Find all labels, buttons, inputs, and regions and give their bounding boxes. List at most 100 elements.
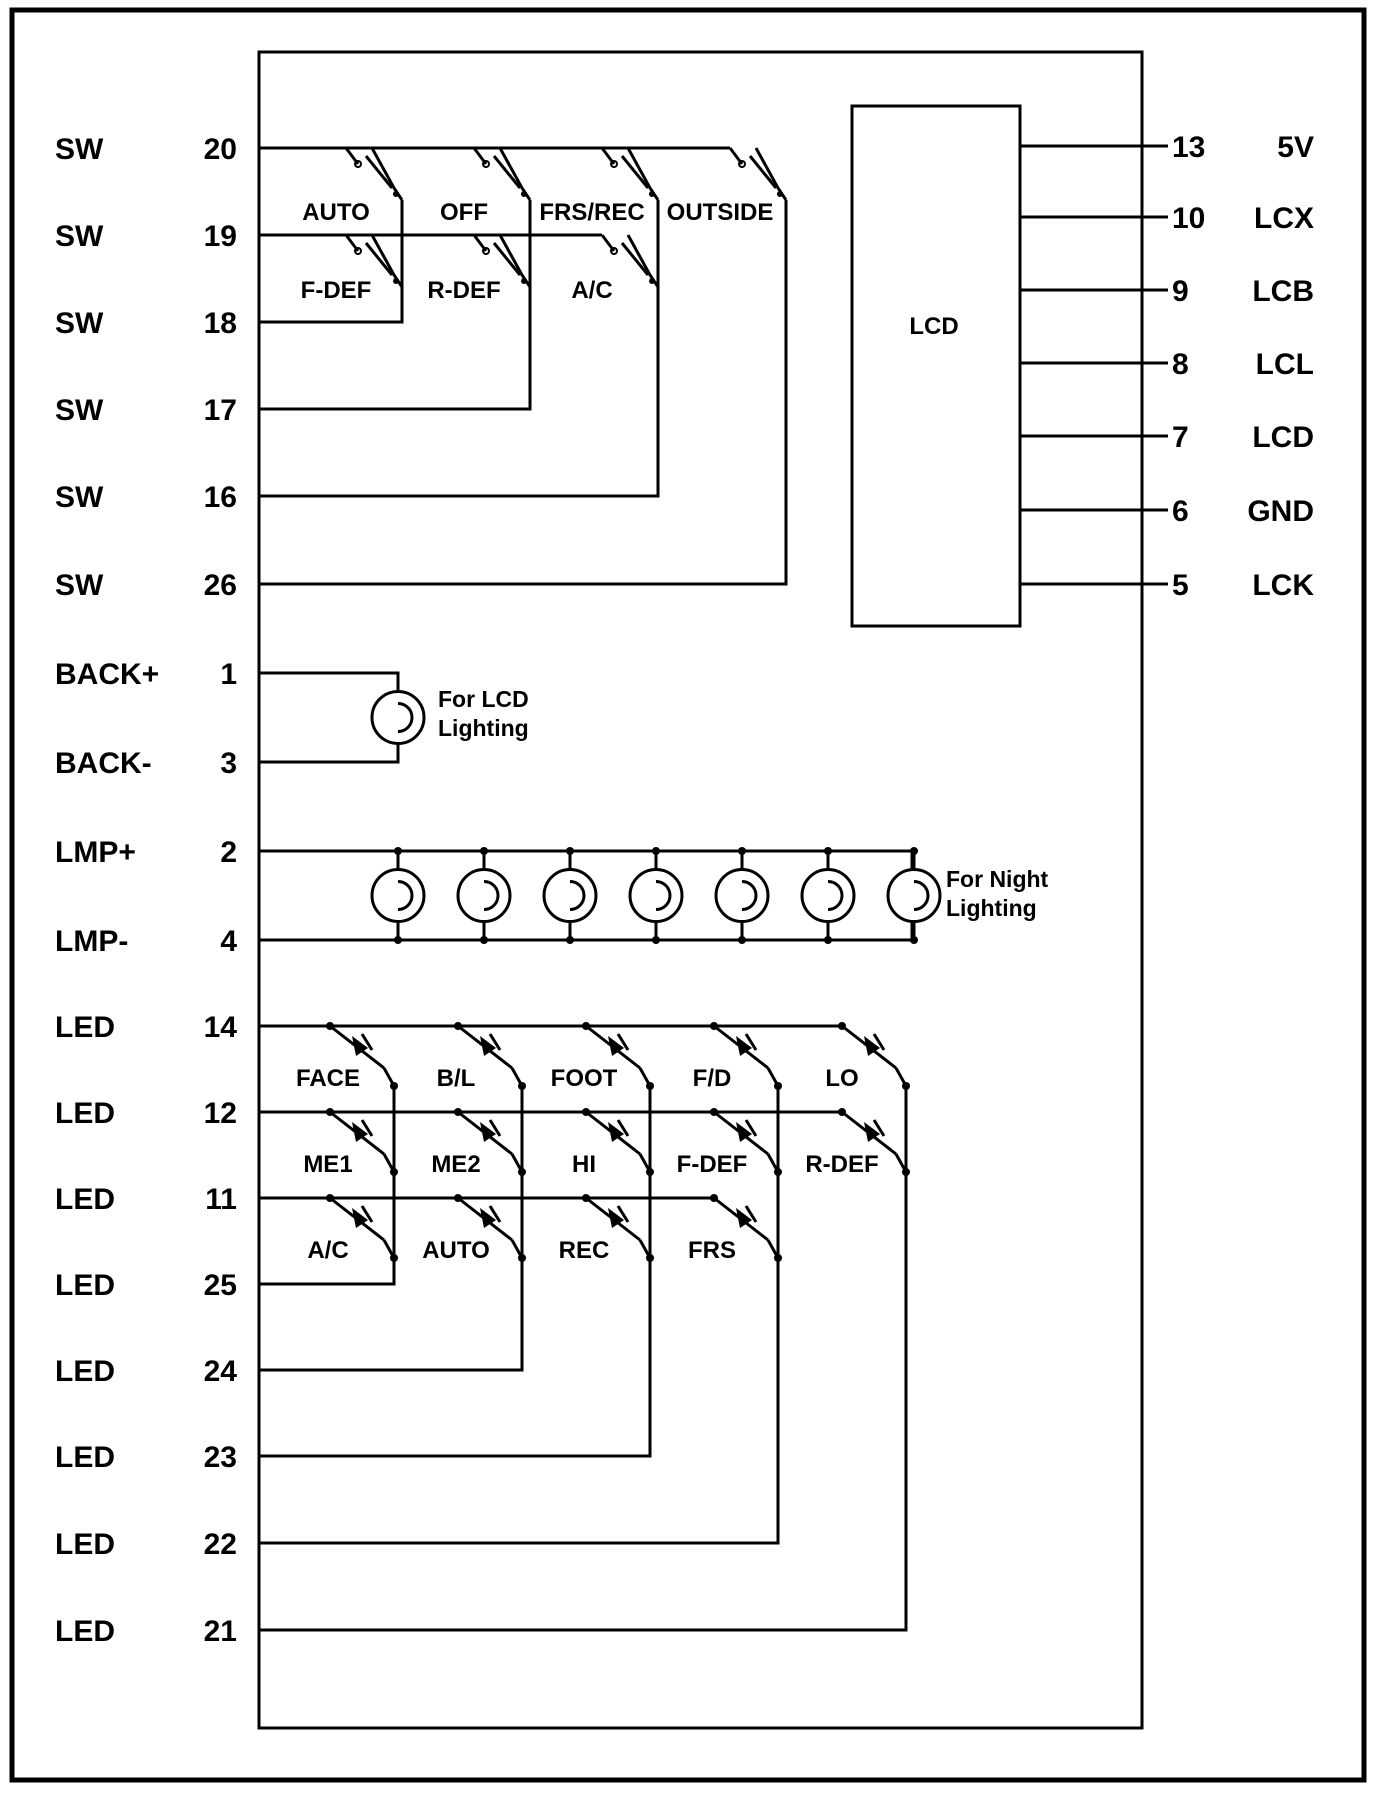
led-r2-c1 — [454, 1194, 526, 1262]
left-pin-type: SW — [55, 220, 104, 253]
lamp-bulb — [370, 868, 426, 923]
night-lamp-3 — [628, 868, 684, 923]
left-pin-number: 16 — [204, 481, 237, 514]
night-lamp-1 — [456, 868, 512, 923]
switch-row2-2 — [588, 233, 660, 288]
junction-dot — [566, 847, 574, 855]
led-label-rec: REC — [559, 1237, 610, 1264]
switch-return — [626, 147, 660, 201]
outer-frame — [9, 7, 1367, 1783]
lcd-box — [850, 104, 1022, 628]
led-diode — [736, 1036, 752, 1056]
led-diode — [608, 1036, 624, 1056]
led-diode — [736, 1122, 752, 1142]
lamp-filament — [741, 880, 758, 911]
led-diode — [352, 1122, 368, 1142]
lamp-bulb — [370, 690, 426, 745]
switch-row2-0 — [332, 233, 404, 288]
switch-row1-0 — [332, 146, 404, 201]
backlight-lamp — [370, 690, 426, 745]
switch-lead — [472, 147, 488, 165]
switch-label-f-def: F-DEF — [301, 277, 372, 304]
switch-return — [498, 147, 532, 201]
led-diode — [480, 1036, 496, 1056]
switch-label-r-def: R-DEF — [427, 277, 500, 304]
left-pin-type: LED — [55, 1355, 115, 1388]
led-diode — [864, 1122, 880, 1142]
left-pin-type: LED — [55, 1269, 115, 1302]
right-pin-signal: LCD — [1252, 421, 1314, 454]
switch-return — [498, 234, 532, 288]
left-pin-number: 25 — [204, 1269, 237, 1302]
left-pin-type: LED — [55, 1183, 115, 1216]
lamp-bulb — [800, 868, 856, 923]
right-pin-signal: LCB — [1252, 275, 1314, 308]
led-group — [326, 1022, 910, 1262]
left-pin-number: 20 — [204, 133, 237, 166]
led-diode — [480, 1208, 496, 1228]
left-pin-number: 24 — [204, 1355, 238, 1388]
lamp-filament — [913, 880, 930, 911]
led-r2-c0 — [326, 1194, 398, 1262]
junction-dot — [910, 936, 918, 944]
left-pin-number: 23 — [204, 1441, 237, 1474]
led-diode — [608, 1122, 624, 1142]
junction-dot — [390, 1168, 398, 1176]
left-pin-type: SW — [55, 133, 104, 166]
led-bar — [360, 1033, 374, 1051]
junction-dot — [738, 847, 746, 855]
junction-dot — [518, 1082, 526, 1090]
switch-row1-1 — [460, 146, 532, 201]
led-diode — [864, 1036, 880, 1056]
led-bar — [744, 1205, 758, 1223]
led-label-lo: LO — [825, 1065, 858, 1092]
led-diode — [608, 1208, 624, 1228]
switch-return — [626, 234, 660, 288]
led-label-foot: FOOT — [551, 1065, 618, 1092]
led-bar — [616, 1119, 630, 1137]
lamp-filament — [655, 880, 672, 911]
led-r2-c2 — [582, 1194, 654, 1262]
led-label-hi: HI — [572, 1151, 596, 1178]
left-pin-number: 14 — [204, 1011, 238, 1044]
led-diode — [352, 1208, 368, 1228]
led-column-wire — [259, 1086, 780, 1545]
junction-dot — [824, 936, 832, 944]
led-bar — [488, 1205, 502, 1223]
led-r0-c4 — [838, 1022, 910, 1090]
led-diode — [736, 1208, 752, 1228]
led-label-r-def: R-DEF — [805, 1151, 878, 1178]
lamp-filament — [397, 880, 414, 911]
switch-blade — [492, 242, 522, 276]
lamp-filament — [483, 880, 500, 911]
led-bar — [488, 1033, 502, 1051]
junction-dot — [774, 1254, 782, 1262]
led-label-a-c: A/C — [307, 1237, 348, 1264]
left-pin-number: 26 — [204, 569, 237, 602]
led-r0-c0 — [326, 1022, 398, 1090]
switch-column-wire — [259, 200, 788, 586]
left-pin-number: 2 — [220, 836, 237, 869]
led-r1-c1 — [454, 1108, 526, 1176]
night-lamp-0 — [370, 868, 426, 923]
led-label-frs: FRS — [688, 1237, 736, 1264]
right-pin-number: 5 — [1172, 569, 1189, 602]
junction-dot — [394, 847, 402, 855]
right-pin-signal: LCK — [1252, 569, 1314, 602]
switch-column-wire — [259, 200, 532, 411]
night-note-line1: For Night — [946, 866, 1049, 892]
switch-label-off: OFF — [440, 199, 488, 226]
right-pin-number: 6 — [1172, 495, 1189, 528]
led-label-b-l: B/L — [437, 1065, 476, 1092]
led-bar — [744, 1119, 758, 1137]
junction-dot — [390, 1254, 398, 1262]
left-pin-type: LED — [55, 1528, 115, 1561]
switch-blade — [620, 242, 650, 276]
switch-blade — [364, 155, 394, 189]
lamp-bulb — [542, 868, 598, 923]
switch-blade — [364, 242, 394, 276]
left-pin-number: 19 — [204, 220, 237, 253]
